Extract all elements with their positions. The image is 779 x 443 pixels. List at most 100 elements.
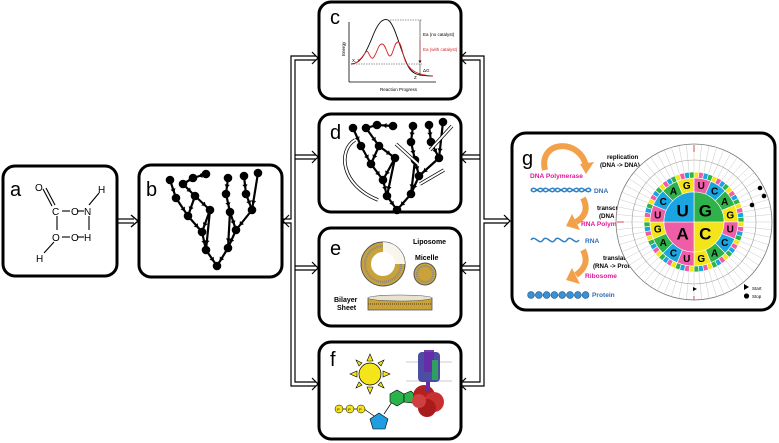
network-d-arrowhead bbox=[385, 170, 390, 176]
dna-label: DNA bbox=[594, 188, 609, 195]
rna-polymerase-label: RNA Polymerase bbox=[581, 221, 634, 228]
panel-f-label: f bbox=[330, 349, 336, 371]
middle-base-letter: G bbox=[697, 254, 705, 265]
wheel-sector bbox=[683, 171, 691, 180]
network-d-node bbox=[390, 153, 400, 163]
panel-d-network bbox=[348, 117, 448, 215]
network-d-node bbox=[406, 189, 416, 199]
atom-o-mid: O bbox=[71, 207, 79, 218]
start-codon-marker bbox=[693, 287, 697, 291]
panel-d: d bbox=[317, 112, 463, 215]
panel-e-label: e bbox=[330, 238, 341, 260]
network-b-arrowhead bbox=[219, 256, 225, 262]
reaction-progress-label: Reaction Progress bbox=[380, 87, 418, 92]
network-b-arrowhead bbox=[246, 200, 252, 205]
panel-b-frame bbox=[137, 163, 284, 279]
amino-acid-bead bbox=[550, 291, 559, 299]
replication-arrow bbox=[541, 143, 589, 171]
network-d-arrowhead bbox=[389, 200, 394, 206]
bilayer-label-line1: Bilayer bbox=[334, 297, 358, 304]
atom-c: C bbox=[52, 207, 59, 218]
amino-acid-bead bbox=[574, 291, 582, 299]
connector-a-b bbox=[118, 214, 140, 228]
network-b-arrowhead bbox=[188, 206, 194, 211]
network-b-arrowhead bbox=[170, 188, 176, 193]
panel-d-frame bbox=[317, 112, 463, 214]
replication-label: replication bbox=[607, 154, 639, 161]
nucleotide-molecule: P P P bbox=[334, 389, 417, 430]
network-b-arrowhead bbox=[224, 184, 230, 189]
legend-start-label: Start bbox=[752, 286, 762, 291]
dna-helix bbox=[530, 187, 592, 193]
micelle-label: Micelle bbox=[415, 255, 438, 262]
network-b-arrowhead bbox=[209, 256, 214, 262]
panel-b-network bbox=[165, 168, 263, 271]
network-d-arrowhead bbox=[364, 154, 369, 160]
liposome-shape bbox=[360, 241, 406, 287]
phosphate-1-label: P bbox=[337, 407, 340, 412]
ea-no-catalyst-label: Ea (no catalyst) bbox=[423, 32, 455, 37]
network-d-node bbox=[408, 121, 418, 131]
network-b-arrowhead bbox=[193, 223, 199, 228]
middle-base-letter: C bbox=[660, 197, 667, 208]
atp-synthase-structure bbox=[406, 350, 452, 417]
network-b-node bbox=[241, 189, 251, 199]
network-b-node bbox=[231, 225, 241, 235]
network-d-node bbox=[414, 171, 424, 181]
connector-right-bus bbox=[459, 51, 511, 391]
translation-sub-label: (RNA -> Protein) bbox=[593, 263, 641, 270]
atom-o-low: O bbox=[52, 233, 60, 244]
ea-with-catalyst-label: Ea (with catalyst) bbox=[423, 47, 458, 52]
network-b-arrowhead bbox=[186, 187, 192, 193]
network-d-node bbox=[356, 141, 366, 151]
network-d-arrowhead bbox=[400, 201, 406, 206]
bilayer-sheet-shape bbox=[367, 294, 433, 311]
network-b-arrowhead bbox=[204, 240, 210, 245]
network-b-arrowhead bbox=[201, 201, 206, 207]
network-b-node bbox=[212, 261, 222, 271]
panel-a: a O C O N H O O H H bbox=[1, 164, 119, 278]
liposome-label: Liposome bbox=[413, 239, 446, 246]
network-d-node bbox=[374, 141, 384, 151]
network-b-node bbox=[221, 189, 231, 199]
wheel-sector bbox=[643, 221, 651, 228]
network-d-arrowhead bbox=[437, 148, 443, 153]
network-b-node bbox=[223, 173, 233, 183]
middle-base-letter: G bbox=[726, 210, 734, 221]
start-legend-icon bbox=[744, 284, 749, 290]
middle-base-letter: U bbox=[683, 254, 690, 265]
phosphate-2 bbox=[345, 404, 355, 414]
panel-g: g replication (DNA -> DNA) DNA Polymeras… bbox=[510, 131, 777, 312]
bilayer-label-line2: Sheet bbox=[337, 305, 357, 312]
curve-no-catalyst bbox=[350, 19, 434, 77]
network-d-node bbox=[361, 123, 371, 133]
network-b-node bbox=[165, 175, 175, 185]
inner-base-letter: A bbox=[677, 224, 689, 243]
network-b-node bbox=[197, 227, 207, 237]
amino-acid-bead bbox=[535, 291, 543, 299]
panel-e: e Liposome Micelle Bilayer Sheet bbox=[317, 226, 463, 328]
network-d-edge bbox=[418, 157, 440, 177]
atom-h-low: H bbox=[36, 254, 43, 265]
panel-f: f P P P bbox=[317, 340, 463, 441]
network-b-node bbox=[188, 173, 198, 183]
transcription-arrow bbox=[574, 196, 589, 225]
ribosome-label: Ribosome bbox=[585, 273, 617, 280]
network-b-arrowhead bbox=[225, 202, 231, 207]
curve-with-catalyst bbox=[350, 41, 434, 77]
panel-b: b bbox=[137, 163, 284, 279]
amino-acid-bead bbox=[566, 291, 574, 299]
wheel-sector bbox=[688, 171, 695, 179]
energy-diagram: Energy Reaction Progress Ea (no catalyst… bbox=[341, 19, 458, 92]
network-d-arrowhead bbox=[382, 186, 388, 191]
network-d-node bbox=[382, 191, 392, 201]
middle-base-letter: U bbox=[727, 225, 734, 236]
dna-polymerase-label: DNA Polymerase bbox=[530, 173, 583, 180]
network-d-node bbox=[438, 117, 448, 127]
ribose-pentagon bbox=[369, 412, 389, 430]
inner-base-letter: G bbox=[699, 202, 712, 221]
middle-base-letter: C bbox=[670, 248, 677, 259]
rna-strand bbox=[530, 237, 580, 243]
amino-acid-bead bbox=[527, 291, 535, 299]
phosphate-2-label: P bbox=[348, 407, 351, 412]
